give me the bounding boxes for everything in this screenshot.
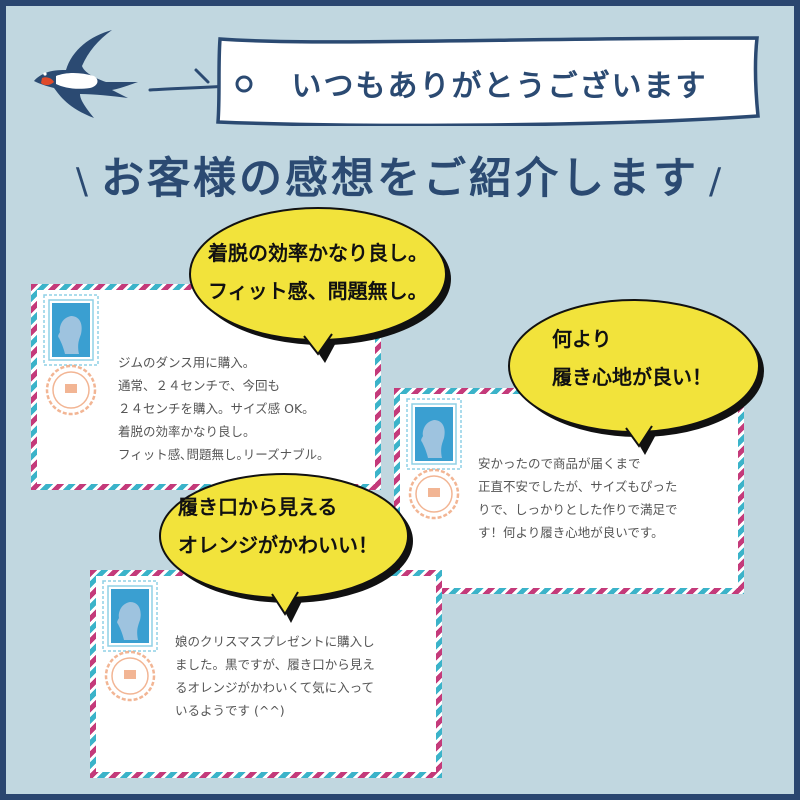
review-line: す！何より履き心地が良いです。 — [478, 525, 664, 540]
stamp-icon — [102, 580, 158, 652]
bubble-text-2: 何より 履き心地が良い！ — [552, 320, 712, 396]
review-body-3: 娘のクリスマスプレゼントに購入し ました。黒ですが、履き口から見え るオレンジが… — [175, 630, 375, 722]
review-line: るオレンジがかわいくて気に入って — [175, 680, 375, 695]
review-line: 娘のクリスマスプレゼントに購入し — [175, 634, 375, 649]
review-card-2: 安かったので商品が届くまで 正直不安でしたが、サイズもぴった りで、しっかりとし… — [394, 388, 744, 594]
postmark-icon — [45, 364, 97, 416]
bubble-line: 履き心地が良い！ — [552, 365, 712, 389]
review-line: りで、しっかりとした作りで満足で — [478, 502, 678, 517]
swallow-icon — [34, 30, 138, 118]
speech-bubble-shape — [159, 473, 413, 623]
speech-bubble-3: 履き口から見える オレンジがかわいい！ — [156, 470, 418, 626]
review-line: 安かったので商品が届くまで — [478, 456, 641, 471]
thanks-text: いつもありがとうございます — [291, 69, 708, 104]
review-line: ２４センチを購入。サイズ感 OK。 — [118, 401, 315, 416]
bubble-line: 着脱の効率かなり良し。 — [208, 241, 428, 265]
review-line: ジムのダンス用に購入。 — [118, 355, 256, 370]
thanks-tag: いつもありがとうございます — [216, 36, 761, 126]
review-body-2: 安かったので商品が届くまで 正直不安でしたが、サイズもぴった りで、しっかりとし… — [478, 452, 678, 544]
postmark-icon — [408, 468, 460, 520]
bubble-text-3: 履き口から見える オレンジがかわいい！ — [178, 488, 378, 564]
bubble-line: オレンジがかわいい！ — [178, 533, 378, 557]
page-frame: いつもありがとうございます \お客様の感想をご紹介します/ ジムのダンス用に購入… — [6, 6, 794, 794]
review-line: 通常、２４センチで、今回も — [118, 378, 281, 393]
review-card-3: 娘のクリスマスプレゼントに購入し ました。黒ですが、履き口から見え るオレンジが… — [90, 570, 442, 778]
headline-text: お客様の感想をご紹介します — [101, 154, 699, 204]
stamp-icon — [43, 294, 99, 366]
review-body-1: ジムのダンス用に購入。 通常、２４センチで、今回も ２４センチを購入。サイズ感 … — [118, 351, 323, 466]
bubble-line: 何より — [552, 327, 612, 351]
postmark-icon — [104, 650, 156, 702]
speech-bubble-shape — [508, 299, 764, 455]
review-line: いるようです (^^) — [175, 703, 285, 718]
review-line: 正直不安でしたが、サイズもぴった — [478, 479, 678, 494]
review-line: ました。黒ですが、履き口から見え — [175, 657, 375, 672]
stamp-icon — [406, 398, 462, 470]
headline-left-slash: \ — [75, 161, 91, 202]
bubble-text-1: 着脱の効率かなり良し。 フィット感、問題無し。 — [208, 234, 428, 310]
speech-bubble-2: 何より 履き心地が良い！ — [506, 296, 771, 456]
headline-right-slash: / — [709, 161, 725, 202]
speech-bubble-shape — [189, 207, 451, 363]
page-title: \お客様の感想をご紹介します/ — [6, 144, 794, 206]
speech-bubble-1: 着脱の効率かなり良し。 フィット感、問題無し。 — [186, 206, 456, 366]
review-line: フィット感､問題無し｡リーズナブル｡ — [118, 447, 324, 462]
review-line: 着脱の効率かなり良し。 — [118, 424, 256, 439]
bubble-line: フィット感、問題無し。 — [208, 279, 428, 303]
bubble-line: 履き口から見える — [178, 495, 338, 519]
